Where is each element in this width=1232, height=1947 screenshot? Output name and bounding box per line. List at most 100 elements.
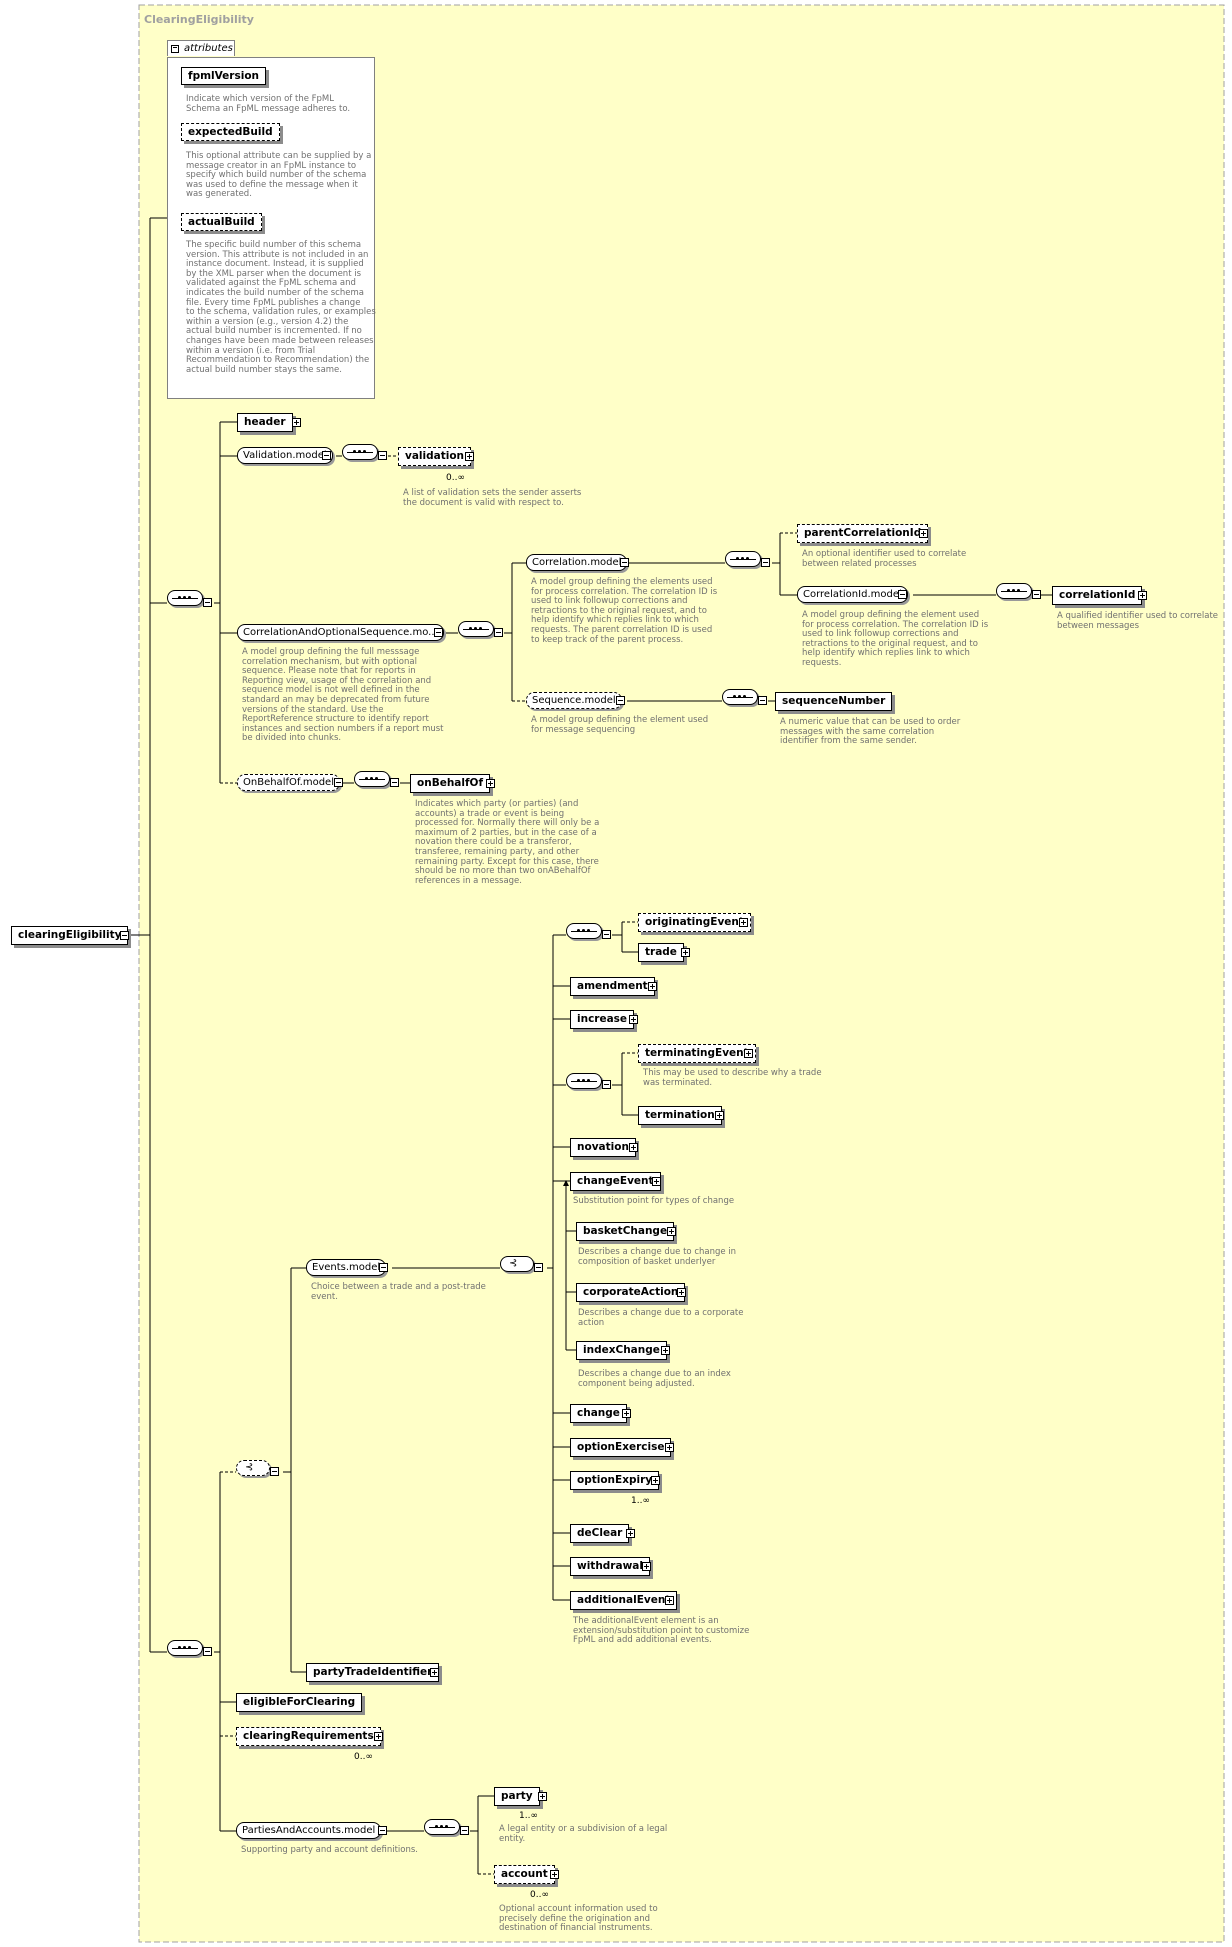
element-deClear[interactable]: deClear [570,1524,630,1543]
element-originatingEvent[interactable]: originatingEvent [638,913,751,932]
collapse-icon[interactable] [761,558,770,567]
element-sequenceNumber[interactable]: sequenceNumber [775,692,893,711]
element-account[interactable]: account [494,1865,555,1884]
sequence-compositor-correlation[interactable] [458,621,494,637]
collapse-icon[interactable] [378,1826,387,1835]
element-validation[interactable]: validation [398,447,472,466]
element-changeEvent[interactable]: changeEvent [570,1172,661,1191]
group-validation-model[interactable]: Validation.model [237,447,333,464]
attribute-actualBuild[interactable]: actualBuild [181,213,262,231]
element-change[interactable]: change [570,1404,627,1423]
element-basketChange[interactable]: basketChange [576,1222,675,1241]
expand-icon[interactable] [651,1476,660,1485]
expand-icon[interactable] [292,418,301,427]
collapse-icon[interactable] [270,1467,279,1476]
attributes-tab[interactable]: attributes [167,40,235,56]
collapse-icon[interactable] [616,696,625,705]
collapse-icon[interactable] [120,931,129,940]
group-correlation-optional-sequence[interactable]: CorrelationAndOptionalSequence.mo... [237,624,444,641]
element-partyTradeIdentifier[interactable]: partyTradeIdentifier [306,1663,440,1682]
expand-icon[interactable] [550,1870,559,1879]
element-terminatingEvent[interactable]: terminatingEvent [638,1044,756,1063]
sequence-compositor-sequence[interactable] [722,689,758,705]
element-party[interactable]: party [494,1787,540,1806]
collapse-icon[interactable] [390,778,399,787]
expand-icon[interactable] [1138,591,1147,600]
expand-icon[interactable] [652,1177,661,1186]
collapse-icon[interactable] [534,1263,543,1272]
sequence-compositor-trade[interactable] [566,923,602,939]
expand-icon[interactable] [622,1409,631,1418]
collapse-icon[interactable] [620,558,629,567]
sequence-compositor-parties[interactable] [424,1819,460,1835]
sequence-compositor-1[interactable] [167,590,203,606]
collapse-icon[interactable] [602,930,611,939]
sequence-compositor-termination[interactable] [566,1073,602,1089]
element-indexChange[interactable]: indexChange [576,1341,667,1360]
element-onBehalfOf[interactable]: onBehalfOf [410,774,491,793]
collapse-icon[interactable] [171,45,179,53]
expand-icon[interactable] [715,1111,724,1120]
group-correlation-id-model[interactable]: CorrelationId.model [797,586,908,603]
expand-icon[interactable] [374,1732,383,1741]
expand-icon[interactable] [667,1227,676,1236]
element-eligibleForClearing[interactable]: eligibleForClearing [236,1693,363,1712]
element-correlationId[interactable]: correlationId [1052,586,1143,605]
choice-compositor-outer[interactable]: ⊰ [236,1460,270,1476]
element-optionExercise[interactable]: optionExercise [570,1438,672,1457]
sequence-compositor-correlation-model[interactable] [725,551,761,567]
expand-icon[interactable] [642,1562,651,1571]
expand-icon[interactable] [538,1792,547,1801]
collapse-icon[interactable] [379,1263,388,1272]
group-correlation-model[interactable]: Correlation.model [526,554,628,571]
root-element-clearingEligibility[interactable]: clearingEligibility [11,926,129,945]
expand-icon[interactable] [919,529,928,538]
group-sequence-model[interactable]: Sequence.model [526,692,622,709]
element-novation[interactable]: novation [570,1138,636,1157]
expand-icon[interactable] [430,1668,439,1677]
group-on-behalf-of-model[interactable]: OnBehalfOf.model [237,774,340,791]
expand-icon[interactable] [661,1346,670,1355]
expand-icon[interactable] [744,1049,753,1058]
sequence-compositor-2[interactable] [167,1640,203,1656]
expand-icon[interactable] [629,1015,638,1024]
element-clearingRequirements[interactable]: clearingRequirements [236,1727,381,1746]
collapse-icon[interactable] [460,1826,469,1835]
attribute-fpmlVersion[interactable]: fpmlVersion [181,67,267,85]
expand-icon[interactable] [739,918,748,927]
expand-icon[interactable] [465,452,474,461]
collapse-icon[interactable] [203,598,212,607]
element-withdrawal[interactable]: withdrawal [570,1557,650,1576]
choice-compositor-events[interactable]: ⊰ [500,1256,534,1272]
collapse-icon[interactable] [1032,590,1041,599]
sequence-compositor-validation[interactable] [342,444,378,460]
collapse-icon[interactable] [322,451,331,460]
collapse-icon[interactable] [494,628,503,637]
group-parties-accounts-model[interactable]: PartiesAndAccounts.model [236,1822,382,1839]
element-termination[interactable]: termination [638,1106,722,1125]
element-amendment[interactable]: amendment [570,977,655,996]
element-increase[interactable]: increase [570,1010,635,1029]
element-header[interactable]: header [237,413,293,432]
group-events-model[interactable]: Events.model [306,1259,387,1276]
expand-icon[interactable] [681,948,690,957]
element-trade[interactable]: trade [638,943,684,962]
collapse-icon[interactable] [602,1080,611,1089]
collapse-icon[interactable] [434,628,443,637]
element-corporateAction[interactable]: corporateAction [576,1283,686,1302]
expand-icon[interactable] [677,1288,686,1297]
expand-icon[interactable] [626,1529,635,1538]
sequence-compositor-correlation-id[interactable] [996,583,1032,599]
collapse-icon[interactable] [334,778,343,787]
sequence-compositor-on-behalf-of[interactable] [354,771,390,787]
element-parentCorrelationId[interactable]: parentCorrelationId [797,524,929,543]
expand-icon[interactable] [486,779,495,788]
element-additionalEvent[interactable]: additionalEvent [570,1591,678,1610]
collapse-icon[interactable] [203,1647,212,1656]
element-optionExpiry[interactable]: optionExpiry [570,1471,660,1490]
collapse-icon[interactable] [378,451,387,460]
collapse-icon[interactable] [898,590,907,599]
collapse-icon[interactable] [758,696,767,705]
expand-icon[interactable] [648,982,657,991]
attribute-expectedBuild[interactable]: expectedBuild [181,123,280,141]
